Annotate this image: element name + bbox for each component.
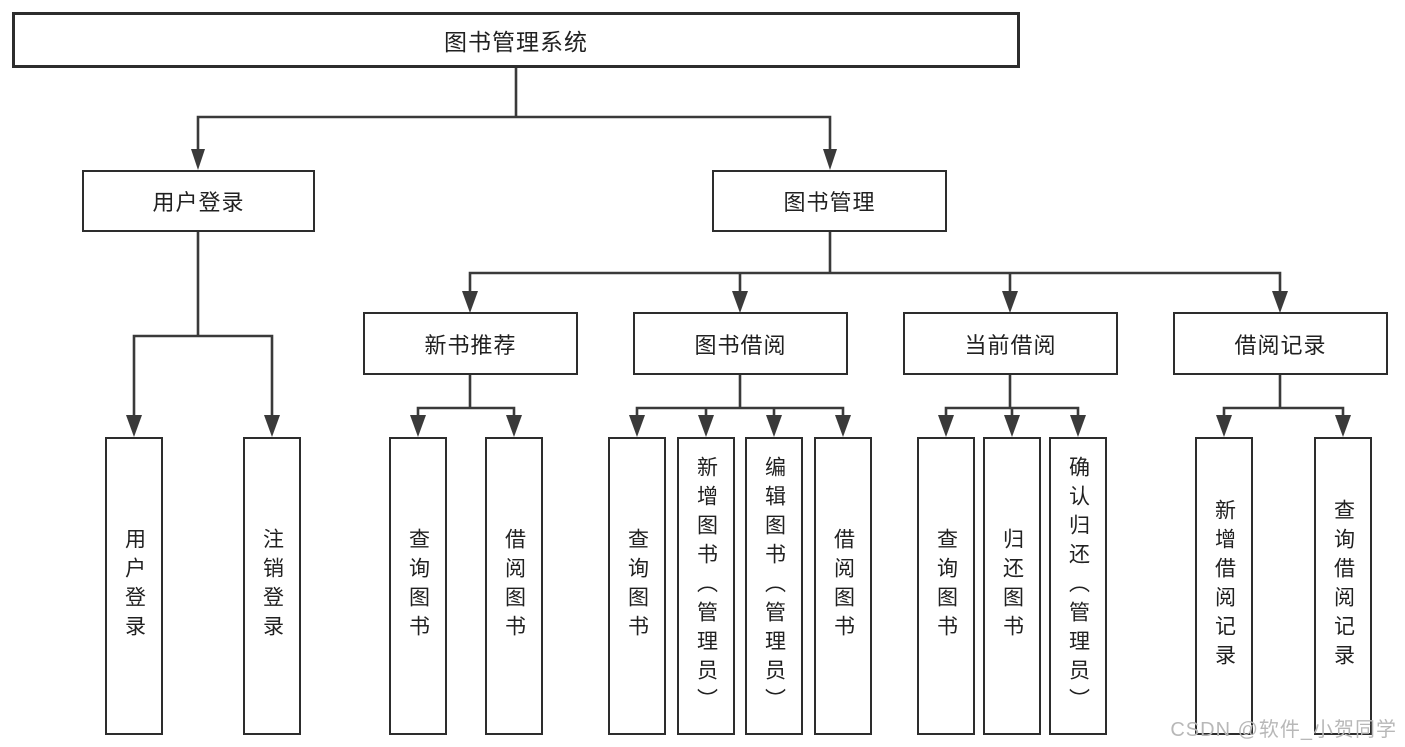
leaf-label: 新增借阅记录	[1212, 499, 1236, 673]
leaf-query-books-recommend: 查询图书	[389, 437, 447, 735]
edge-borrow-rail	[635, 406, 845, 416]
arrowhead	[126, 415, 142, 437]
arrowhead	[506, 415, 522, 437]
node-book-management-branch: 图书管理	[712, 170, 947, 232]
leaf-query-borrow-record: 查询借阅记录	[1314, 437, 1372, 735]
node-book-borrow: 图书借阅	[633, 312, 848, 375]
arrowhead	[938, 415, 954, 437]
leaf-add-borrow-record: 新增借阅记录	[1195, 437, 1253, 735]
node-user-login-branch: 用户登录	[82, 170, 315, 232]
leaf-label: 借阅图书	[831, 528, 855, 644]
arrowhead	[462, 291, 478, 313]
leaf-label: 查询借阅记录	[1331, 499, 1355, 673]
leaf-edit-books-admin: 编辑图书（管理员）	[745, 437, 803, 735]
arrowhead	[823, 149, 837, 170]
leaf-add-books-admin: 新增图书（管理员）	[677, 437, 735, 735]
leaf-confirm-return-admin: 确认归还（管理员）	[1049, 437, 1107, 735]
arrowhead	[264, 415, 280, 437]
leaf-query-books-current: 查询图书	[917, 437, 975, 735]
node-borrow-records: 借阅记录	[1173, 312, 1388, 375]
arrowhead	[766, 415, 782, 437]
node-new-book-recommend: 新书推荐	[363, 312, 578, 375]
arrowhead	[1002, 291, 1018, 313]
edge-bookmgmt-rail	[468, 271, 1282, 292]
edge-newbooks-rail	[416, 406, 516, 416]
leaf-label: 归还图书	[1000, 528, 1024, 644]
edge-root-rail	[196, 115, 832, 150]
leaf-borrow-books: 借阅图书	[814, 437, 872, 735]
arrowhead	[629, 415, 645, 437]
arrowhead	[732, 291, 748, 313]
leaf-label: 查询图书	[934, 528, 958, 644]
arrowhead	[410, 415, 426, 437]
node-current-borrow: 当前借阅	[903, 312, 1118, 375]
leaf-label: 查询图书	[406, 528, 430, 644]
leaf-return-books: 归还图书	[983, 437, 1041, 735]
leaf-label: 借阅图书	[502, 528, 526, 644]
node-root-system: 图书管理系统	[12, 12, 1020, 68]
leaf-query-books-borrow: 查询图书	[608, 437, 666, 735]
arrowhead	[191, 149, 205, 170]
arrowhead	[1070, 415, 1086, 437]
leaf-borrow-books-recommend: 借阅图书	[485, 437, 543, 735]
leaf-label: 新增图书（管理员）	[694, 455, 718, 717]
leaf-label: 注销登录	[260, 528, 284, 644]
edge-userlogin-rail	[132, 334, 274, 416]
arrowhead	[1004, 415, 1020, 437]
arrowhead	[698, 415, 714, 437]
leaf-logout: 注销登录	[243, 437, 301, 735]
arrowhead	[1216, 415, 1232, 437]
leaf-user-login: 用户登录	[105, 437, 163, 735]
leaf-label: 查询图书	[625, 528, 649, 644]
arrowhead	[1272, 291, 1288, 313]
leaf-label: 用户登录	[122, 528, 146, 644]
edge-records-rail	[1222, 406, 1345, 416]
leaf-label: 确认归还（管理员）	[1066, 455, 1090, 717]
leaf-label: 编辑图书（管理员）	[762, 455, 786, 717]
arrowhead	[835, 415, 851, 437]
arrowhead	[1335, 415, 1351, 437]
